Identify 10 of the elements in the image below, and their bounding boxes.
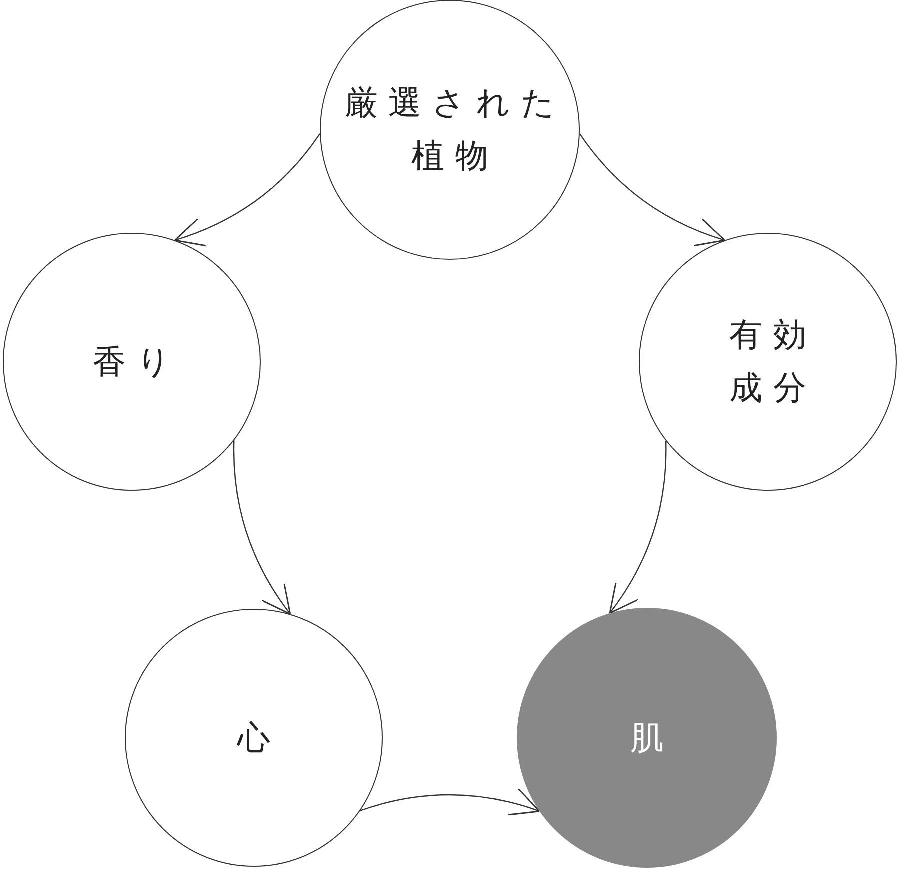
arrow	[579, 134, 726, 246]
node-label: 肌	[629, 716, 676, 759]
arrow	[609, 441, 667, 614]
arrow	[233, 440, 292, 615]
arrow	[360, 788, 540, 817]
arrow	[174, 134, 321, 246]
node-label: 心	[236, 716, 282, 759]
node-label: 香り	[92, 340, 182, 383]
node-label: 厳選された植物	[344, 82, 567, 177]
node-label: 有効成分	[728, 314, 818, 409]
